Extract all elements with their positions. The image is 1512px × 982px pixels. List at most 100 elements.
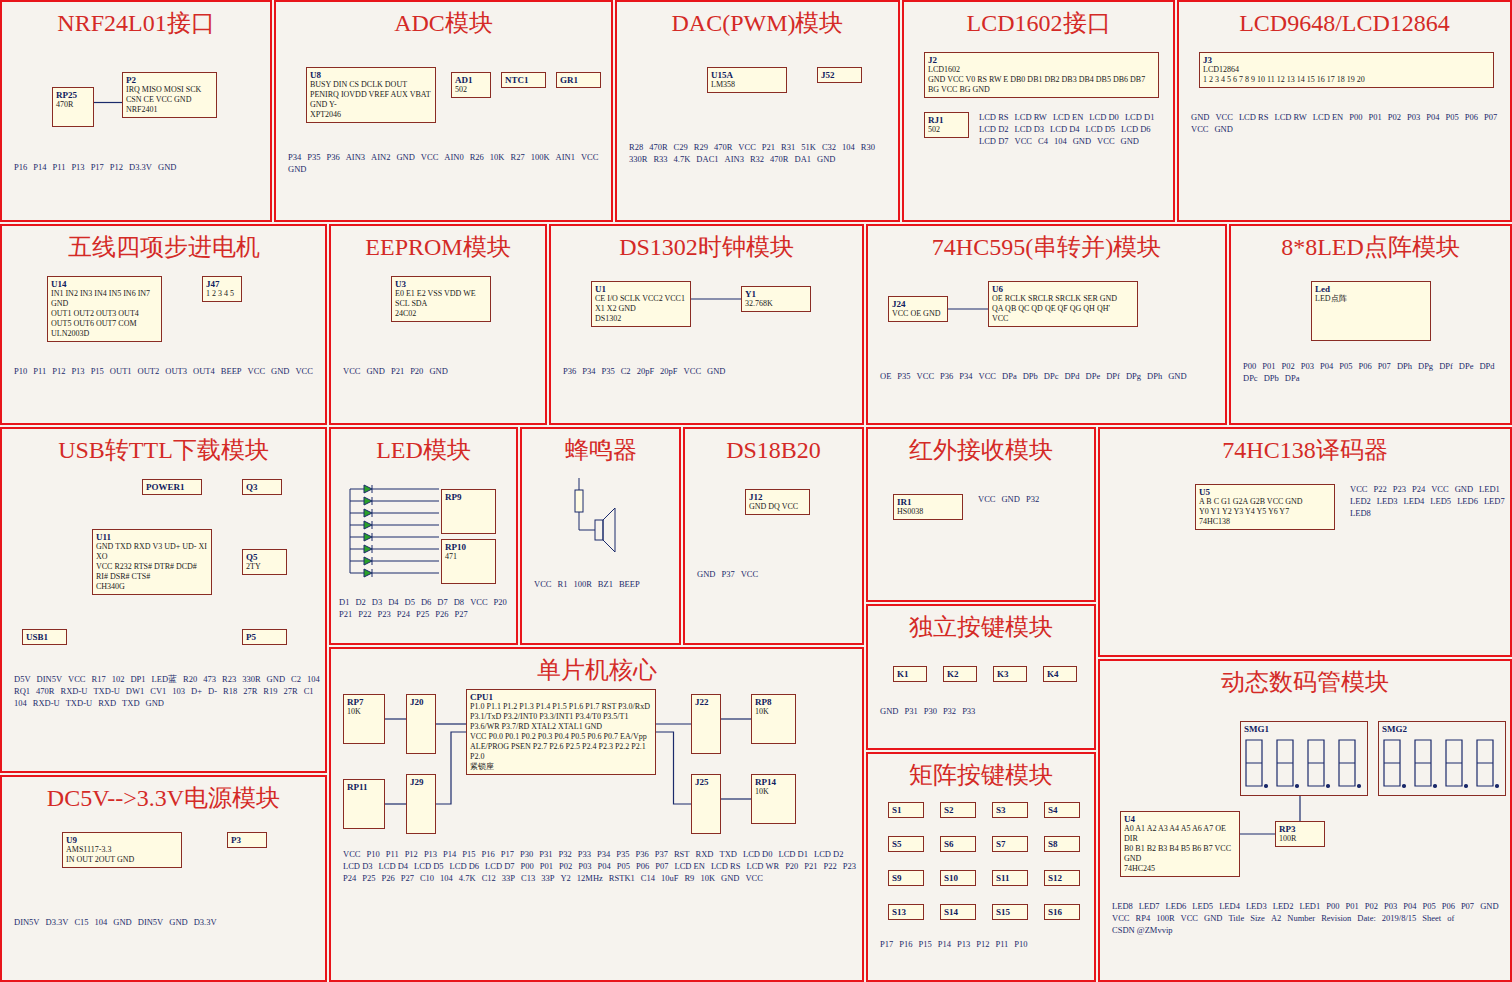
- part-designator: U8: [310, 70, 432, 80]
- net-label: P11: [52, 162, 65, 173]
- net-label: C2: [291, 674, 301, 685]
- net-label: LCD D4: [1050, 124, 1080, 135]
- net-label: P05: [1422, 901, 1435, 912]
- component-box: NTC1: [501, 72, 546, 88]
- module-panel: LCD1602接口 J2LCD1602GND VCC V0 RS RW E DB0…: [902, 0, 1175, 222]
- part-text: BUSY DIN CS DCLK DOUT PENIRQ IOVDD VREF …: [310, 80, 432, 110]
- net-label: P06: [1358, 361, 1371, 372]
- net-label: RXD-U: [33, 698, 60, 709]
- net-label: Number: [1287, 913, 1315, 924]
- component-box: RP3100R: [1275, 821, 1325, 847]
- part-designator: U9: [66, 835, 178, 845]
- net-label: LCD EN: [674, 861, 704, 872]
- net-label-group: VCCGNDP21P20GND: [343, 366, 541, 377]
- net-label: D5V: [14, 674, 31, 685]
- net-label: LCD D4: [379, 861, 409, 872]
- part-designator: J20: [410, 697, 432, 707]
- led-symbol: [350, 509, 439, 517]
- component-box: U3E0 E1 E2 VSS VDD WE SCL SDA24C02: [391, 276, 491, 322]
- part-designator: AD1: [455, 75, 487, 85]
- part-text: 24C02: [395, 309, 487, 319]
- net-label: P32: [943, 706, 956, 717]
- net-label: 10K: [700, 873, 715, 884]
- module-panel: DS18B20J12GND DQ VCCGNDP37VCC: [683, 427, 864, 645]
- part-designator: RP3: [1279, 824, 1321, 834]
- net-label: VCC: [1215, 112, 1232, 123]
- net-label: GND: [267, 674, 285, 685]
- net-label: LED7: [1484, 496, 1505, 507]
- module-title: LCD1602接口: [904, 8, 1173, 38]
- part-designator: POWER1: [146, 482, 198, 492]
- part-designator: S12: [1048, 873, 1076, 883]
- net-label: RP4: [1135, 913, 1150, 924]
- component-box: J20: [406, 694, 436, 754]
- part-designator: U11: [96, 532, 208, 542]
- net-label-group: VCCGNDP32: [978, 494, 1090, 505]
- net-label: LED3: [1246, 901, 1267, 912]
- net-label: P03: [1407, 112, 1420, 123]
- net-label: RQ1: [14, 686, 30, 697]
- wire-connector: [94, 102, 122, 103]
- net-label: LED5: [1430, 496, 1451, 507]
- net-label: OUT3: [165, 366, 187, 377]
- component-box: RP1410K: [751, 774, 796, 824]
- component-box: J2LCD1602GND VCC V0 RS RW E DB0 DB1 DB2 …: [924, 52, 1159, 98]
- part-text: QA QB QC QD QE QF QG QH QH': [992, 304, 1134, 314]
- net-label: P36: [940, 371, 953, 382]
- net-label: P15: [918, 939, 931, 950]
- net-label: P20: [410, 366, 423, 377]
- net-label: P10: [14, 366, 27, 377]
- display-box: SMG2: [1378, 721, 1506, 796]
- part-designator: S3: [996, 805, 1024, 815]
- wire: [350, 489, 351, 573]
- net-label: R17: [92, 674, 106, 685]
- part-designator: J52: [821, 70, 858, 80]
- net-label-group: LCD RSLCD RWLCD ENLCD D0LCD D1LCD D2LCD …: [979, 112, 1171, 147]
- net-label: D3.3V: [46, 917, 69, 928]
- net-label: D6: [421, 597, 431, 608]
- net-label: P05: [1339, 361, 1352, 372]
- module-panel: 红外接收模块IR1HS0038VCCGNDP32: [866, 427, 1096, 602]
- module-title: 74HC138译码器: [1100, 435, 1510, 465]
- part-text: 1 2 3 4 5 6 7 8 9 10 11 12 13 14 15 16 1…: [1203, 75, 1490, 85]
- module-title: LED模块: [331, 435, 516, 465]
- part-designator: U4: [1124, 814, 1236, 824]
- net-label: P15: [462, 849, 475, 860]
- component-box: S10: [940, 870, 976, 886]
- net-label: P13: [957, 939, 970, 950]
- net-label: P36: [326, 152, 339, 163]
- net-label: TXD-U: [66, 698, 92, 709]
- net-label: P07: [1378, 361, 1391, 372]
- part-text: NRF2401: [126, 105, 213, 115]
- net-label: P21: [339, 609, 352, 620]
- net-label: AIN1: [556, 152, 575, 163]
- component-box: S12: [1044, 870, 1080, 886]
- dp-dot: [1403, 785, 1406, 788]
- net-label: D3: [372, 597, 382, 608]
- net-label-group: P36P34P35C220pF20pFVCCGND: [563, 366, 858, 377]
- digit: [1477, 740, 1493, 786]
- net-label: VCC: [1191, 124, 1208, 135]
- part-designator: K3: [997, 669, 1023, 679]
- net-label: DPa: [1285, 373, 1300, 384]
- net-label: P25: [416, 609, 429, 620]
- component-box: S14: [940, 904, 976, 920]
- part-text: LED点阵: [1315, 294, 1427, 304]
- net-label: LCD D1: [1125, 112, 1155, 123]
- component-box: U9AMS1117-3.3IN OUT 2OUT GND: [62, 832, 182, 868]
- net-label: P26: [381, 873, 394, 884]
- net-label: 33P: [541, 873, 554, 884]
- net-label-group: D5VDIN5VVCCR17102DP1LED蓝R20473R23330RGND…: [14, 674, 320, 709]
- net-label: Size: [1250, 913, 1265, 924]
- part-designator: U1: [595, 284, 687, 294]
- net-label: P14: [443, 849, 456, 860]
- part-designator: J25: [695, 777, 717, 787]
- digit: [1246, 740, 1262, 786]
- net-label: P35: [897, 371, 910, 382]
- part-designator: RJ1: [928, 115, 965, 125]
- net-label: DPb: [1264, 373, 1279, 384]
- part-designator: S1: [892, 805, 920, 815]
- net-label: RSTK1: [609, 873, 635, 884]
- net-label: C1: [304, 686, 314, 697]
- part-designator: P2: [126, 75, 213, 85]
